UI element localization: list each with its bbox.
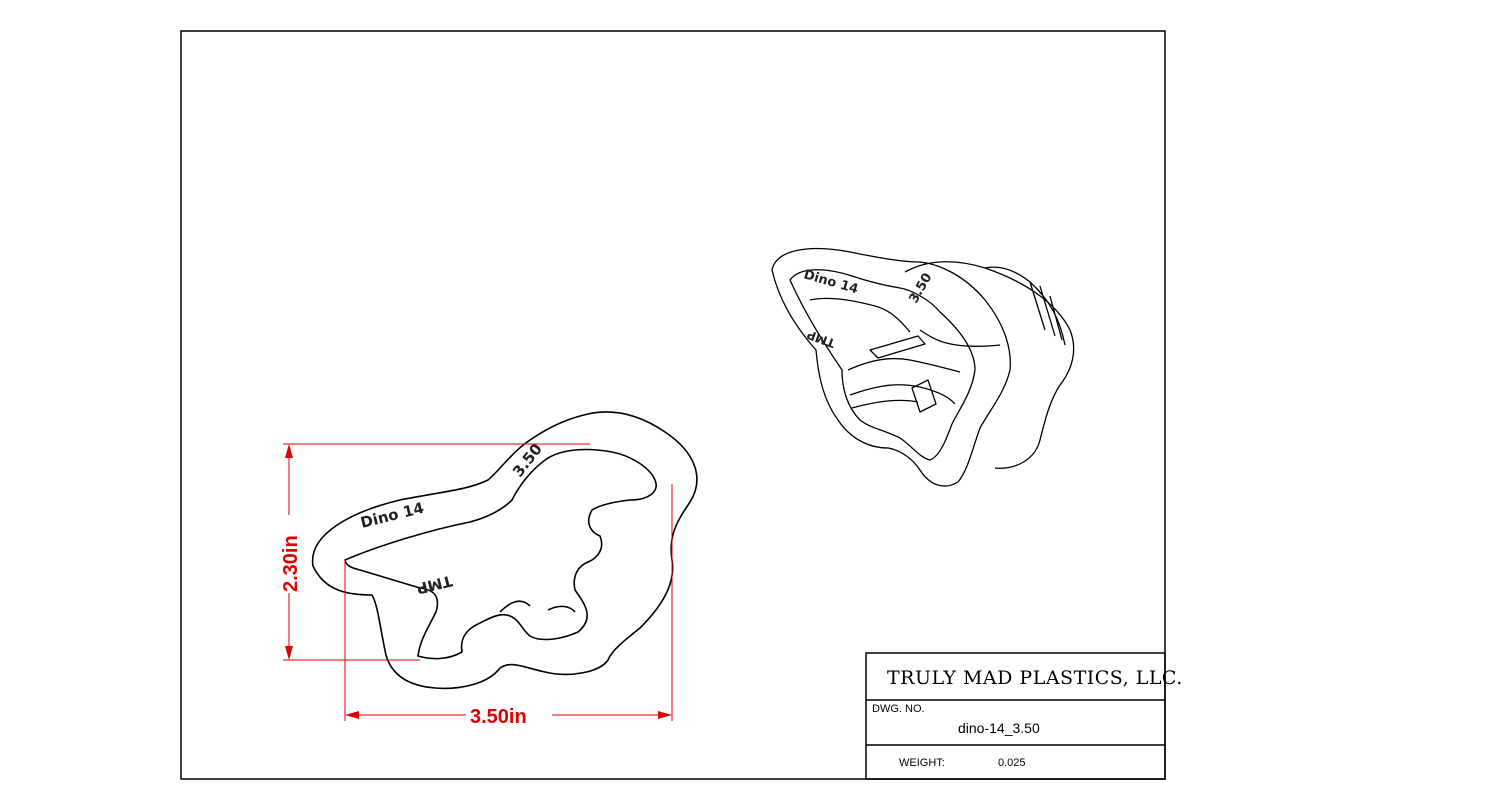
title-block-frame (865, 652, 1166, 780)
dimensions: 2.30in 3.50in (276, 443, 673, 728)
emboss-part-label: Dino 14 (359, 499, 426, 532)
weight-value: 0.025 (998, 757, 1026, 769)
emboss-maker-mark: TMP (415, 571, 454, 597)
iso-inner-depth (809, 297, 1001, 413)
iso-handle (984, 266, 1066, 346)
weight-label: WEIGHT: (899, 757, 945, 769)
cutter-outer-outline (311, 411, 698, 690)
width-arrow-right (658, 711, 672, 719)
iso-emboss-part-label: Dino 14 (802, 267, 860, 297)
iso-front-outer (771, 247, 1011, 487)
width-arrow-left (345, 711, 359, 719)
width-label-bg (466, 703, 552, 727)
iso-emboss-maker-mark: TMP (805, 327, 837, 350)
height-label-bg (276, 515, 304, 593)
title-block: TRULY MAD PLASTICS, LLC. DWG. NO. dino-1… (865, 652, 1183, 780)
dwg-no-value: dino-14_3.50 (958, 720, 1040, 736)
company-name: TRULY MAD PLASTICS, LLC. (887, 667, 1183, 689)
height-dimension-label: 2.30in (280, 535, 302, 592)
height-arrow-top (285, 444, 293, 458)
iso-back-rim (904, 261, 1075, 469)
sheet-border (180, 30, 1166, 780)
leg-detail (499, 600, 576, 613)
dino-inner-outline (344, 448, 657, 660)
iso-emboss-size-label: 3.50 (906, 271, 935, 306)
emboss-size-label: 3.50 (509, 440, 546, 480)
height-arrow-bottom (285, 646, 293, 660)
front-view: Dino 14 3.50 TMP (311, 411, 698, 690)
isometric-view: Dino 14 3.50 TMP (771, 247, 1075, 487)
dwg-no-label: DWG. NO. (872, 703, 925, 715)
iso-front-inner (789, 269, 976, 461)
width-dimension-label: 3.50in (470, 706, 527, 728)
